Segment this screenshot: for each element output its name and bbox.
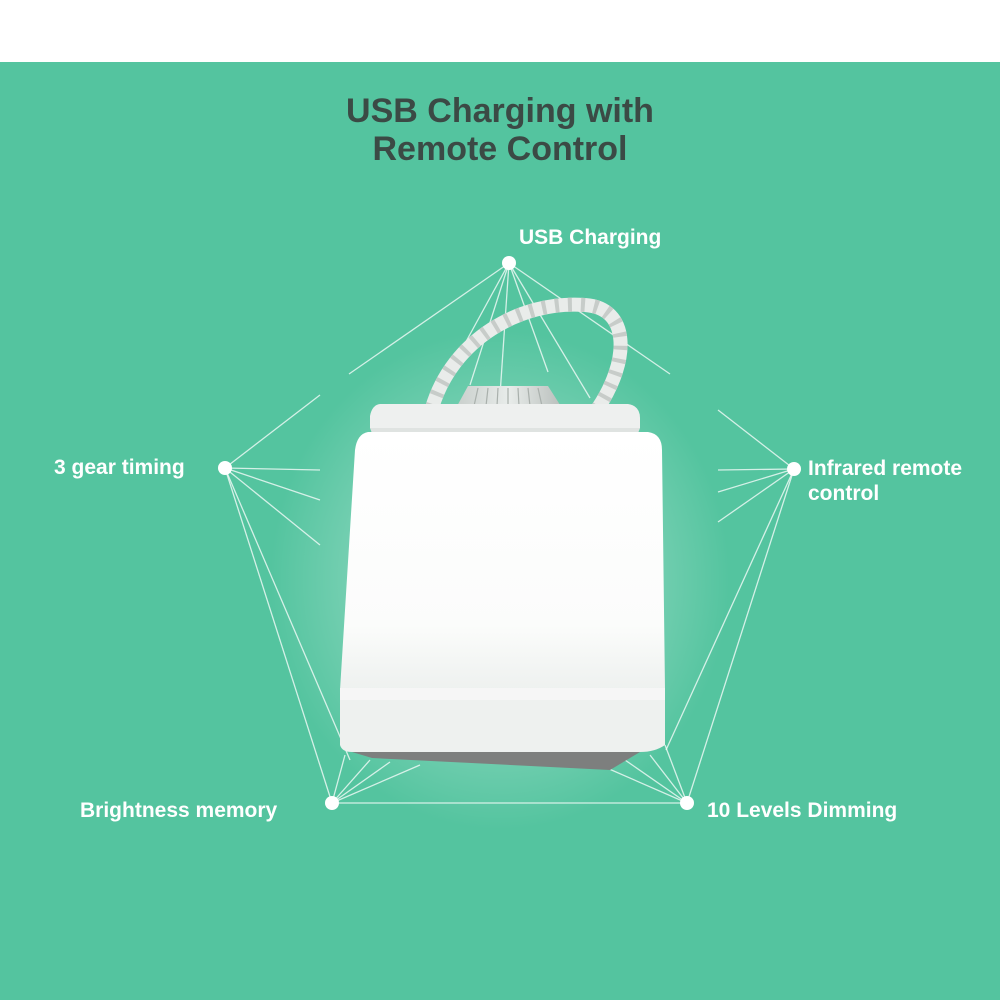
feature-brightness-memory: Brightness memory [80, 799, 278, 822]
dot-brightness-memory [325, 796, 339, 810]
dot-usb-charging [502, 256, 516, 270]
dot-gear-timing [218, 461, 232, 475]
feature-levels-dimming: 10 Levels Dimming [707, 799, 898, 822]
title-line-2: Remote Control [372, 130, 628, 168]
feature-gear-timing: 3 gear timing [54, 456, 185, 479]
dot-levels-dimming [680, 796, 694, 810]
title-line-1: USB Charging with [346, 92, 654, 130]
dot-infrared-remote [787, 462, 801, 476]
feature-usb-charging: USB Charging [519, 226, 662, 249]
page-title: USB Charging with Remote Control [0, 92, 1000, 168]
connector-dots [218, 256, 801, 810]
lamp-icon [340, 297, 665, 770]
feature-infrared-remote: Infrared remote control [808, 457, 963, 505]
